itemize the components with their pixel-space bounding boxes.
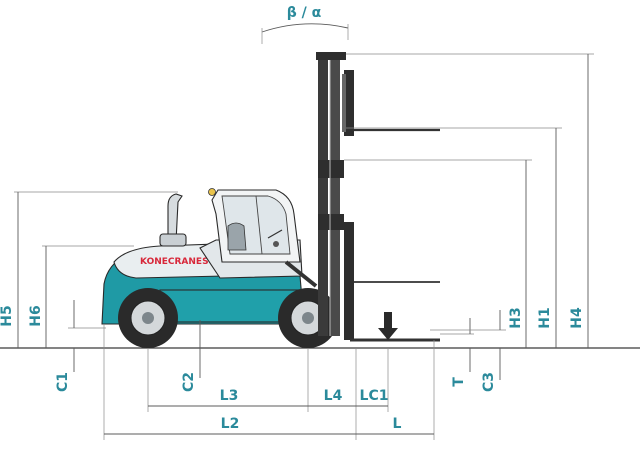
operator-cab (208, 188, 301, 263)
label-h3: H3 (508, 307, 524, 328)
forklift-illustration: KONECRANES (101, 52, 440, 348)
label-h6: H6 (28, 305, 44, 326)
exhaust-pipe (167, 193, 183, 243)
label-l: L (393, 416, 402, 432)
label-c1: C1 (55, 372, 71, 392)
label-h1: H1 (537, 307, 553, 328)
air-filter (159, 233, 187, 247)
raised-carriage (342, 70, 440, 136)
label-h4: H4 (569, 307, 585, 329)
dimension-lines (14, 23, 594, 440)
label-h5: H5 (0, 305, 15, 326)
tilt-cylinder (284, 260, 318, 288)
label-c2: C2 (181, 372, 197, 392)
label-l3: L3 (220, 388, 239, 404)
lowered-carriage (344, 222, 440, 342)
front-wheel (278, 288, 338, 348)
label-l4: L4 (324, 388, 343, 404)
load-center-arrow (378, 312, 398, 340)
label-c3: C3 (481, 372, 497, 392)
label-tilt: β / α (287, 5, 322, 21)
rear-wheel (118, 288, 178, 348)
label-l2: L2 (221, 416, 240, 432)
brand-logo-text: KONECRANES (140, 257, 209, 267)
mast (316, 52, 346, 336)
dimension-labels: β / α H4 H1 H3 H5 H6 C1 C2 T C3 L3 L4 LC… (0, 5, 585, 432)
label-lc1: LC1 (360, 388, 389, 404)
label-t: T (451, 377, 467, 387)
brand-logo: KONECRANES (138, 253, 209, 267)
